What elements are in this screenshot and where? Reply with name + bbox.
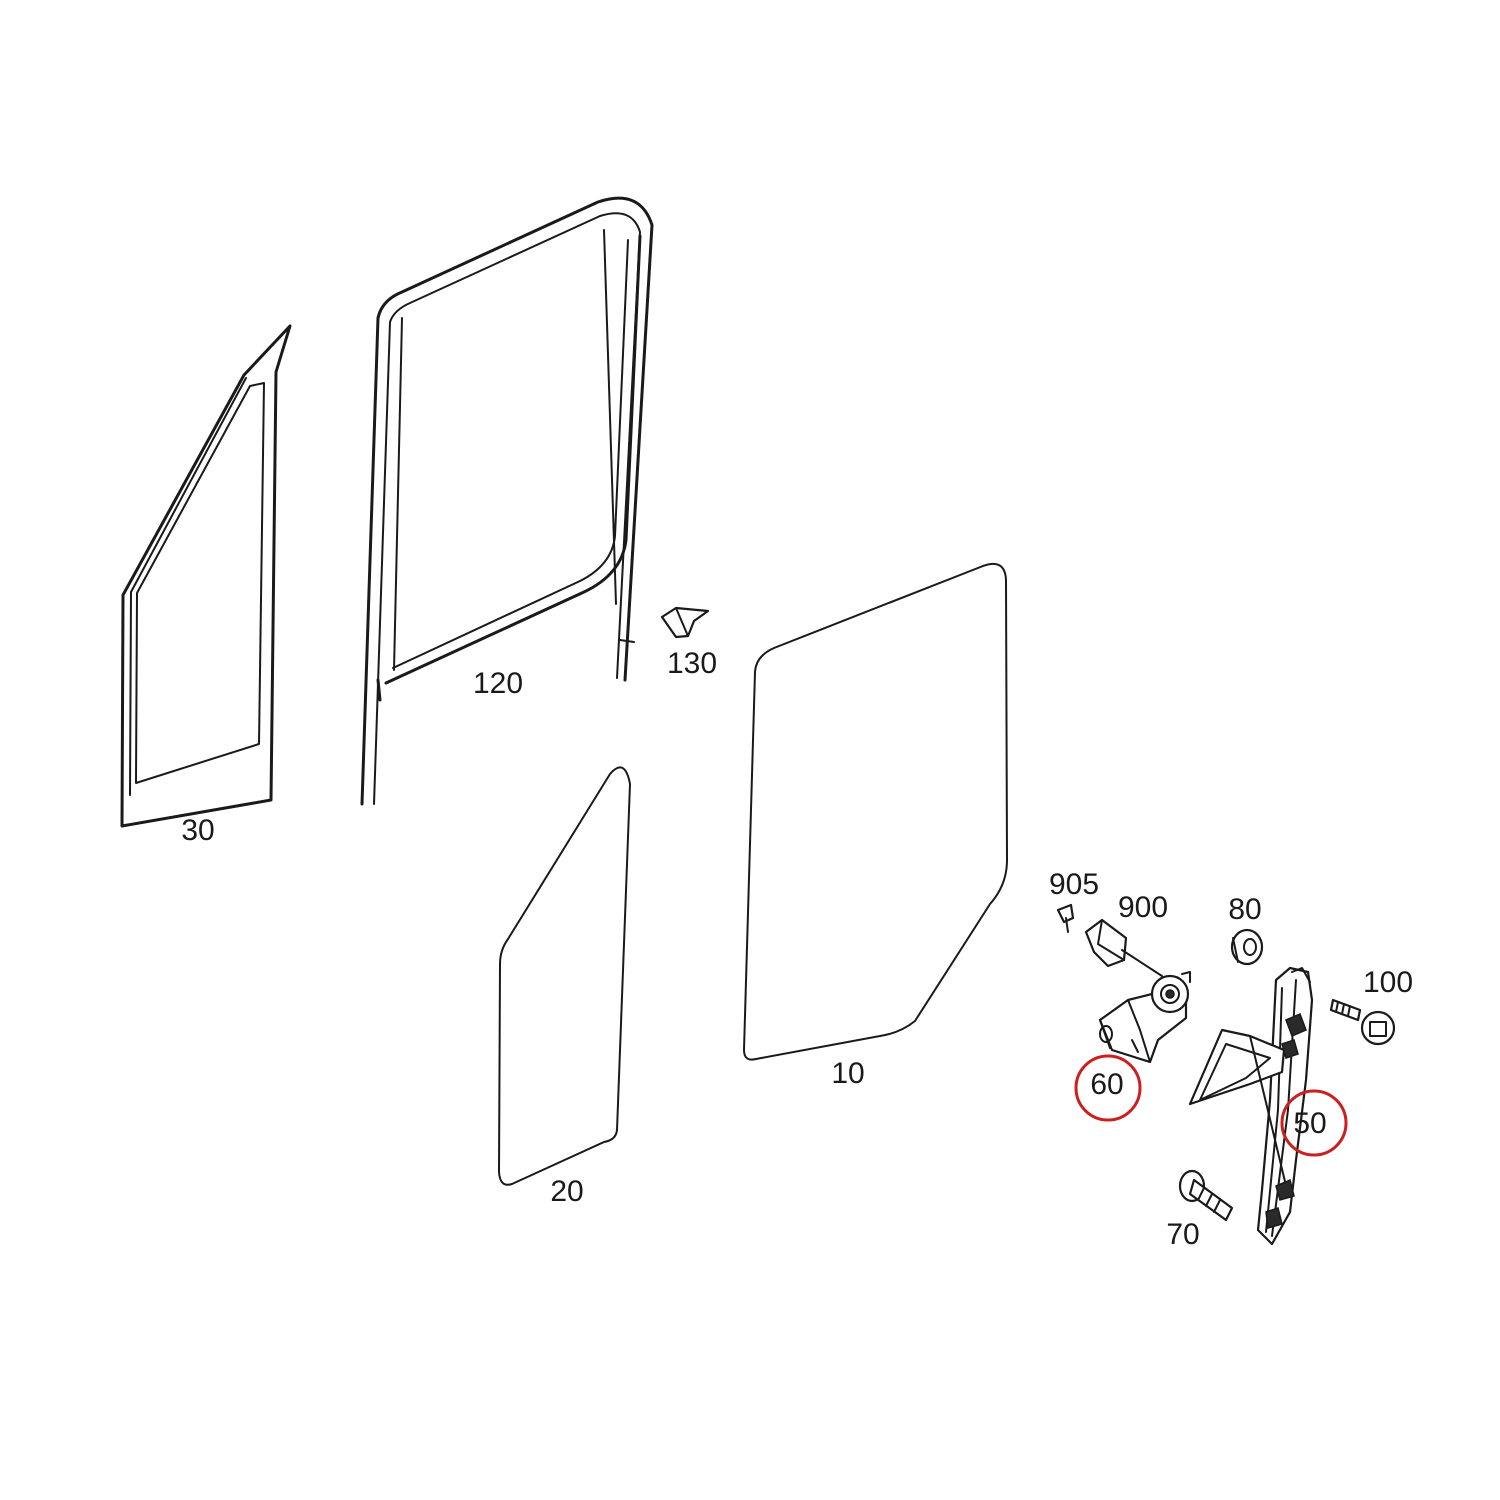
label-30: 30	[181, 814, 214, 847]
label-50: 50	[1293, 1107, 1326, 1140]
part-30-quarter-frame	[120, 324, 292, 828]
highlight-ring-60	[1074, 1054, 1142, 1122]
label-80: 80	[1228, 893, 1261, 926]
label-20: 20	[550, 1175, 583, 1208]
label-100: 100	[1363, 966, 1413, 999]
label-60: 60	[1090, 1068, 1123, 1101]
part-60-window-motor	[1098, 971, 1191, 1064]
highlight-ring-50	[1280, 1089, 1348, 1157]
part-20-fixed-glass	[498, 766, 631, 1186]
part-905-pin	[1056, 903, 1075, 933]
part-130-clip	[660, 606, 710, 639]
part-50-window-regulator	[1188, 966, 1314, 1246]
part-10-door-glass	[743, 562, 1008, 1061]
part-120-door-seal	[360, 196, 654, 806]
part-900-connector	[1084, 918, 1163, 977]
label-900: 900	[1118, 891, 1168, 924]
label-70: 70	[1166, 1218, 1199, 1251]
part-100-bolt	[1329, 998, 1396, 1046]
part-80-grommet	[1230, 928, 1264, 966]
label-120: 120	[473, 667, 523, 700]
part-70-bolt	[1178, 1169, 1234, 1222]
label-10: 10	[831, 1057, 864, 1090]
label-130: 130	[667, 647, 717, 680]
label-905: 905	[1049, 868, 1099, 901]
